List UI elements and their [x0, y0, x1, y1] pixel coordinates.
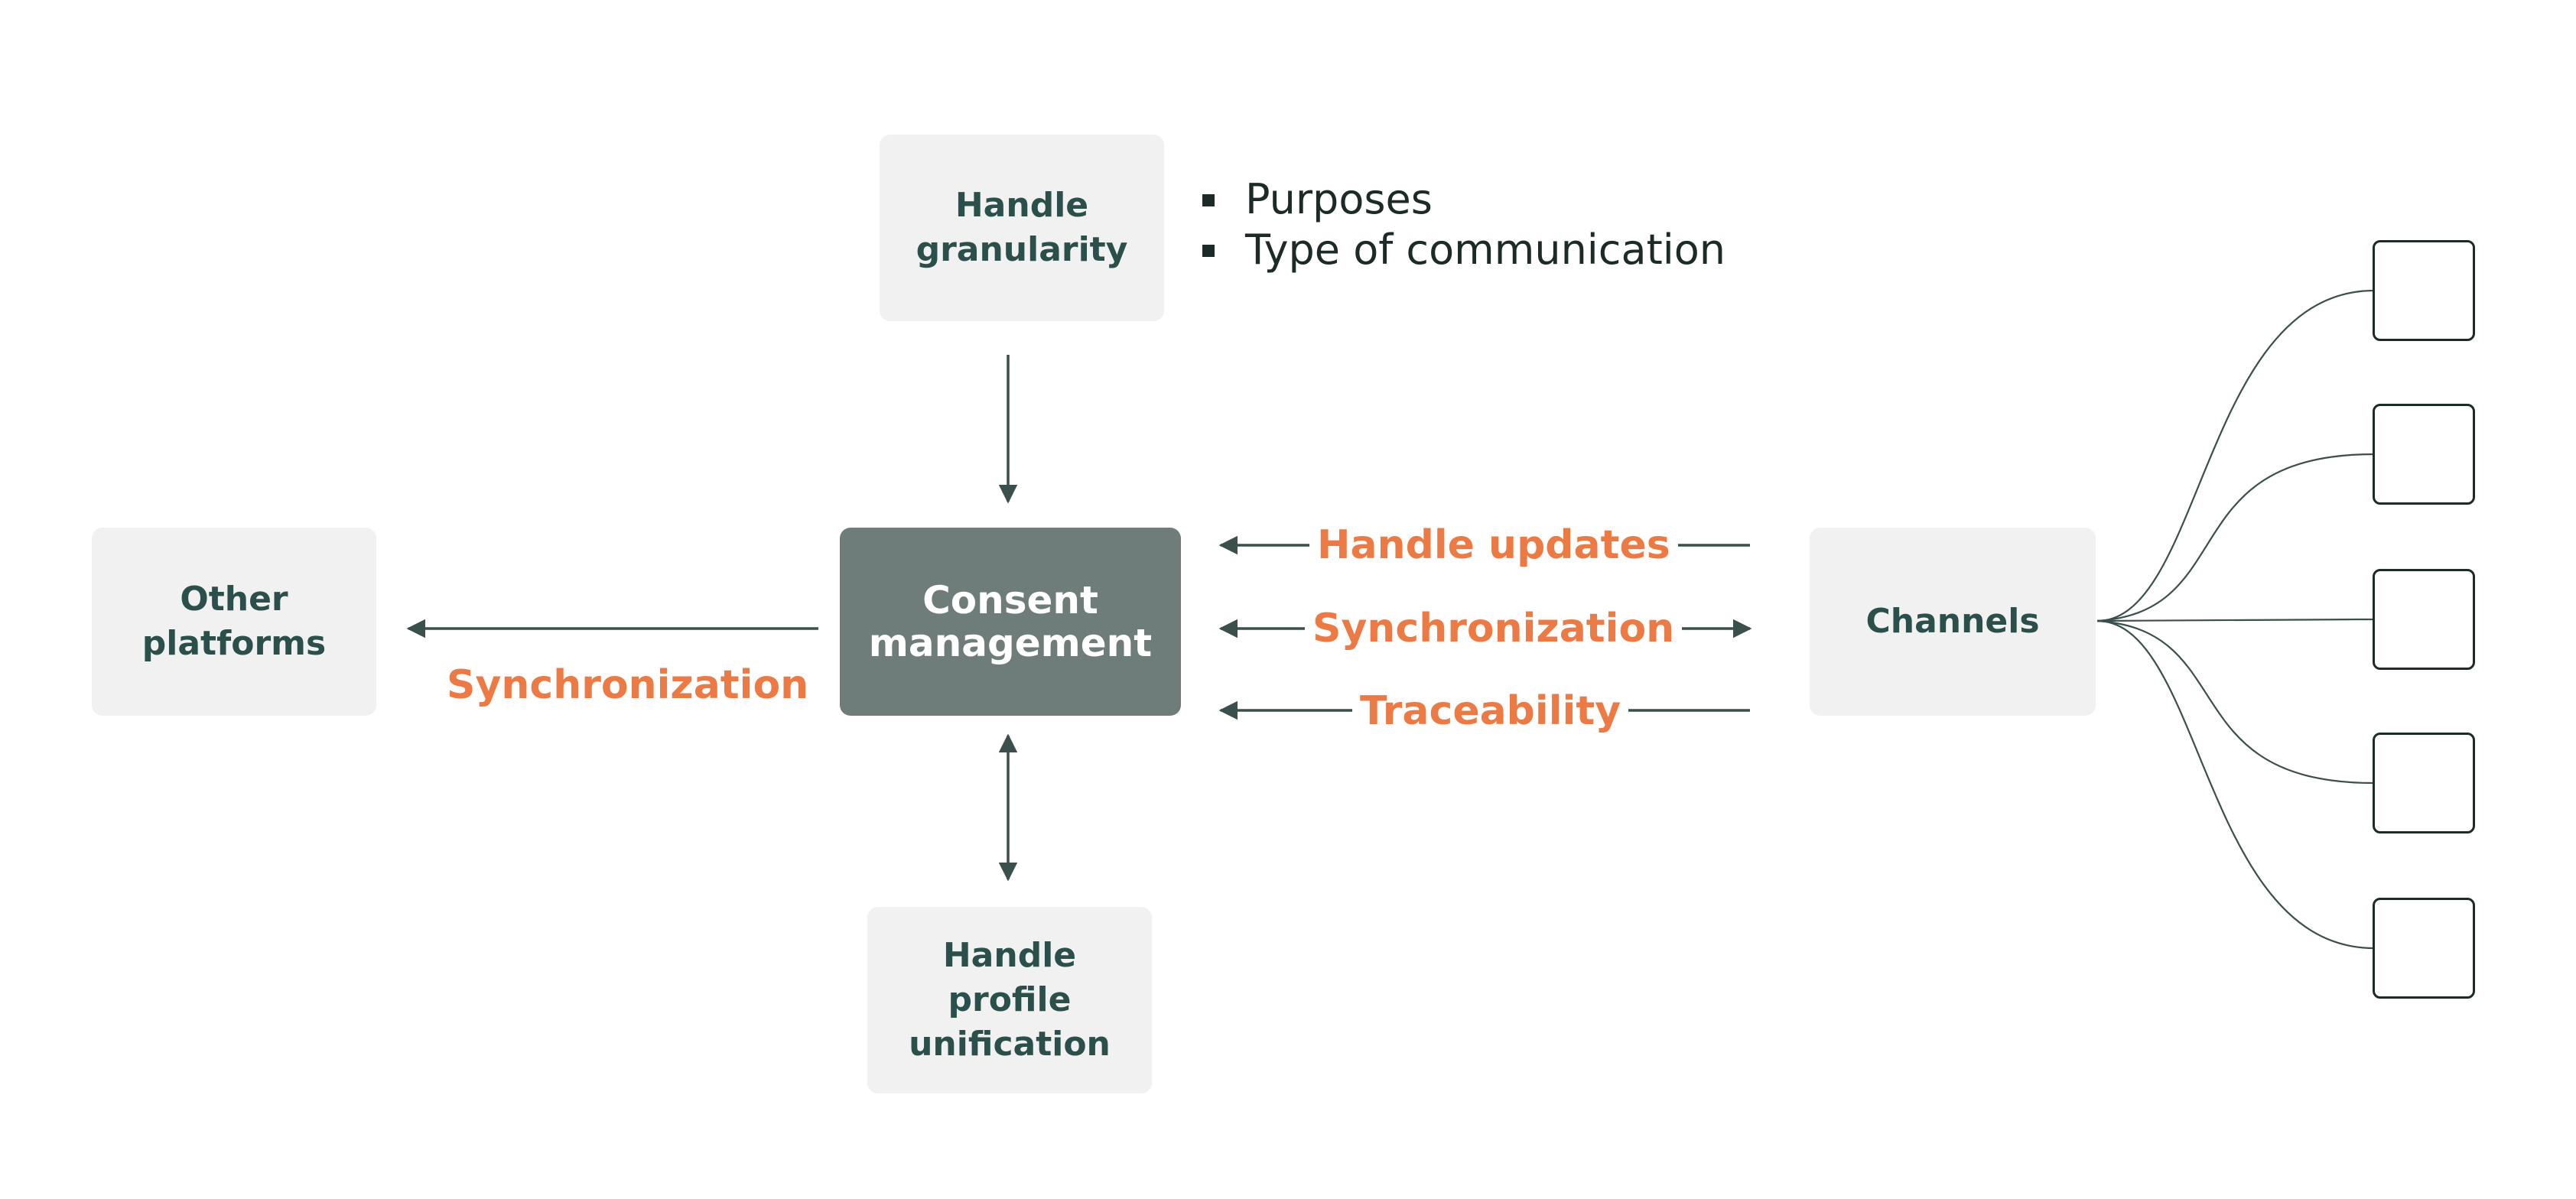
handle-profile-unification-node: Handle profile unification — [867, 907, 1152, 1093]
channel-output-box — [2373, 240, 2475, 341]
fanout-curve-3 — [2096, 618, 2375, 622]
label-left-synchronization: Synchronization — [447, 662, 809, 708]
bullet-square-icon — [1202, 194, 1215, 206]
granularity-detail-text: Type of communication — [1245, 226, 1726, 274]
granularity-detail-item: Purposes — [1201, 174, 1725, 225]
bullet-square-icon — [1202, 245, 1215, 257]
channel-output-box — [2373, 569, 2475, 670]
fanout-curve-1 — [2096, 289, 2375, 622]
channel-output-box — [2373, 733, 2475, 833]
channel-output-box — [2373, 404, 2475, 505]
consent-management-node: Consent management — [840, 528, 1181, 716]
label-handle-updates: Handle updates — [1309, 521, 1678, 570]
handle-granularity-node: Handle granularity — [880, 135, 1164, 321]
granularity-detail-text: Purposes — [1245, 175, 1433, 223]
fanout-curve-4 — [2096, 619, 2375, 785]
fanout-curve-5 — [2096, 619, 2375, 950]
channel-fanout — [2096, 289, 2375, 950]
channels-node: Channels — [1810, 528, 2096, 716]
label-right-synchronization: Synchronization — [1305, 604, 1683, 653]
channel-output-box — [2373, 898, 2475, 999]
label-traceability: Traceability — [1352, 687, 1629, 736]
granularity-detail-item: Type of communication — [1201, 225, 1725, 275]
fanout-curve-2 — [2096, 453, 2375, 622]
granularity-details-list: Purposes Type of communication — [1201, 174, 1725, 275]
other-platforms-node: Other platforms — [92, 528, 376, 716]
